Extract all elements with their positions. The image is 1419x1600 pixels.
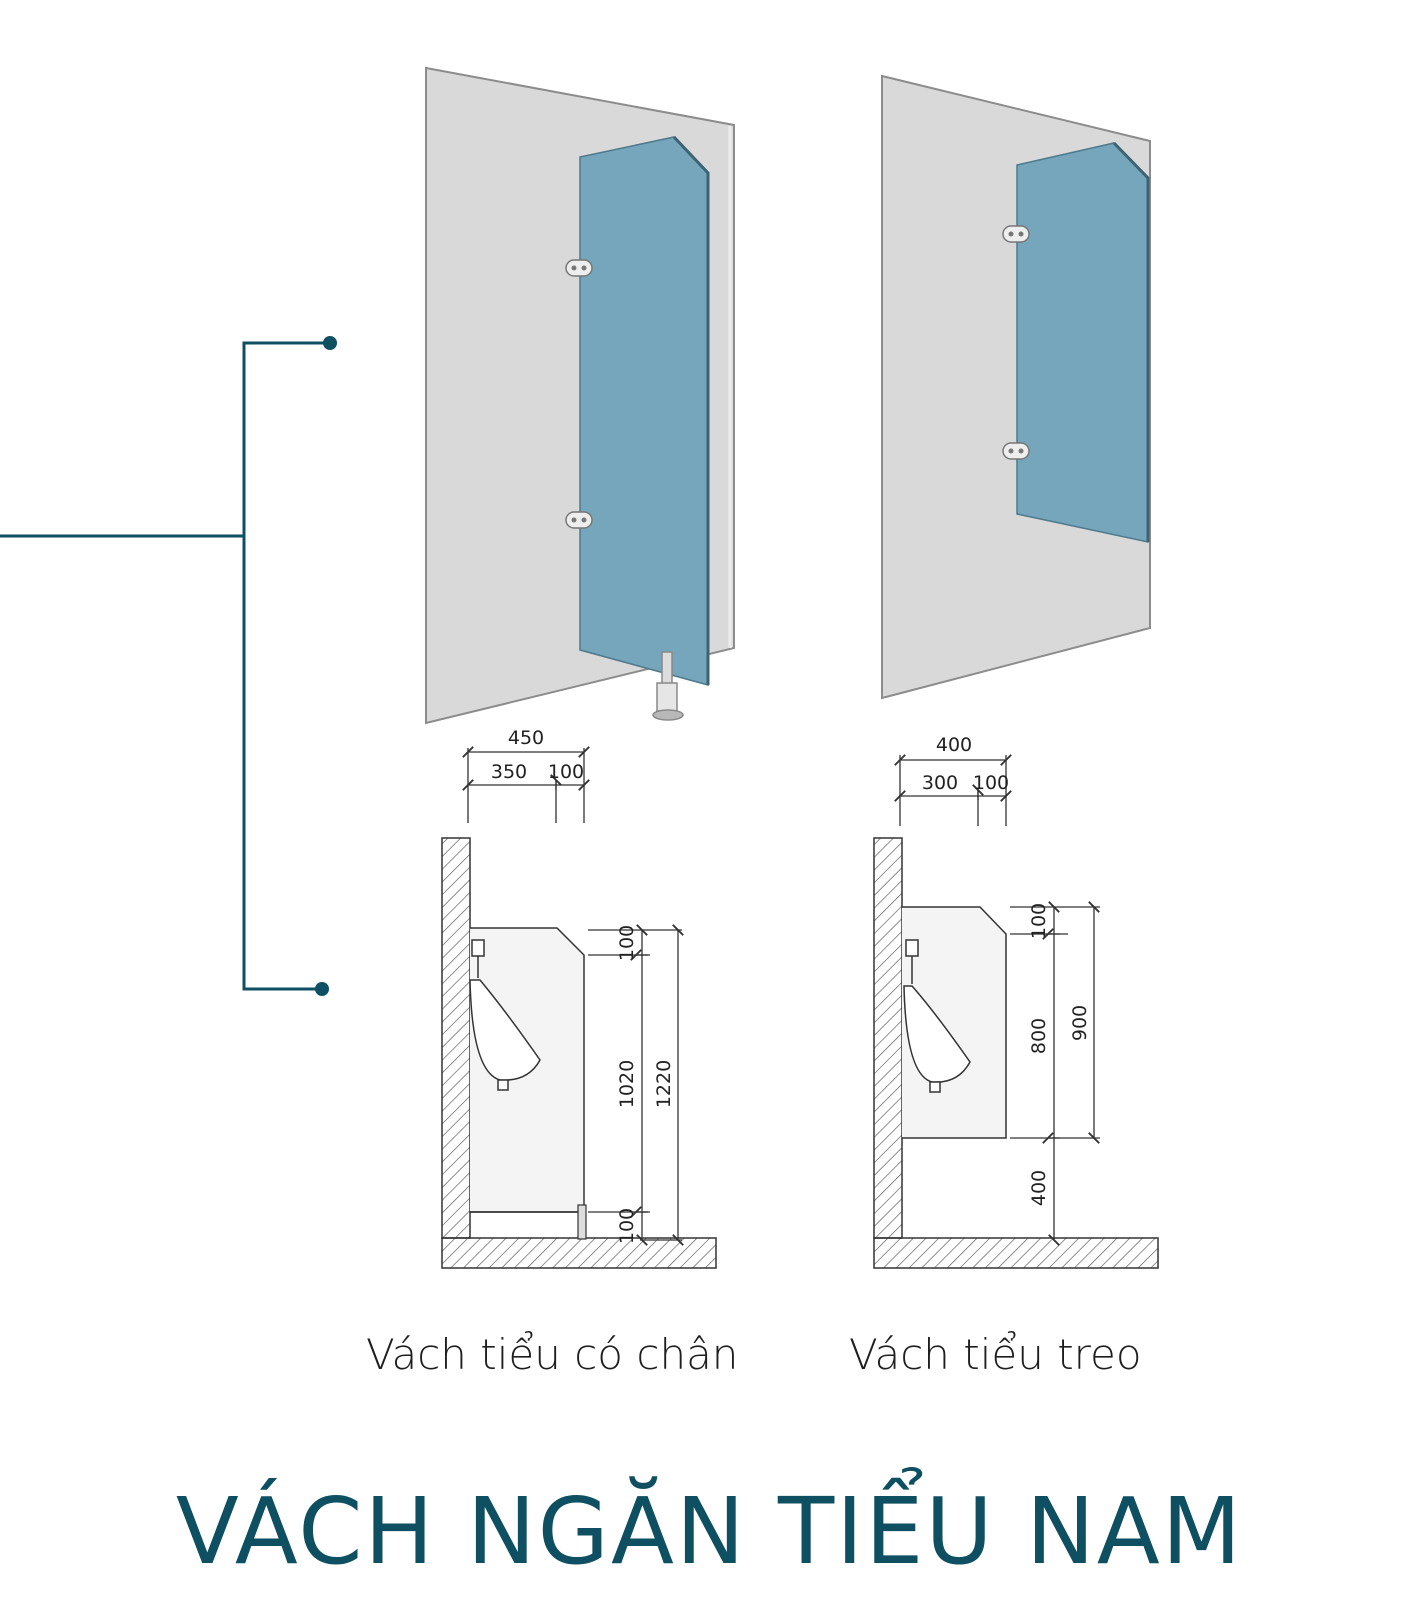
dim-top-gap: 100 [1028,903,1050,939]
urinal-icon [903,939,971,1093]
hinge-bracket-icon [1002,225,1030,460]
dim-gap-width: 100 [973,772,1009,794]
dim-floor-gap: 400 [1028,1170,1050,1206]
dim-panel-width: 300 [922,772,958,794]
dim-total-height: 1220 [653,1060,675,1108]
bracket-connector [0,341,330,991]
dim-total-width: 400 [936,734,972,756]
section-floor-standing: 450 350 100 100 1020 1220 100 [441,727,717,1269]
dim-bottom-gap: 100 [616,1208,638,1244]
support-leg-icon [652,651,684,721]
bracket-dot-bottom [315,982,329,996]
view-3d-floor-standing [425,66,735,725]
dim-panel-height: 800 [1028,1018,1050,1054]
view-3d-wall-hung [881,74,1151,700]
section-wall-hung: 400 300 100 100 800 900 400 [873,734,1159,1269]
partition-panel [1016,142,1149,543]
dim-panel-height: 1020 [616,1060,638,1108]
hinge-bracket-icon [565,259,593,529]
partition-panel [579,136,709,686]
bracket-dot-top [323,336,337,350]
dim-gap-width: 100 [548,761,584,783]
caption-floor-standing: Vách tiểu có chân [366,1330,739,1379]
dim-total-height: 900 [1069,1005,1091,1041]
page-title: VÁCH NGĂN TIỂU NAM [175,1478,1244,1585]
dim-top-gap: 100 [616,925,638,961]
dim-total-width: 450 [508,727,544,749]
caption-wall-hung: Vách tiểu treo [849,1330,1142,1379]
dim-panel-width: 350 [491,761,527,783]
urinal-icon [469,939,541,1091]
